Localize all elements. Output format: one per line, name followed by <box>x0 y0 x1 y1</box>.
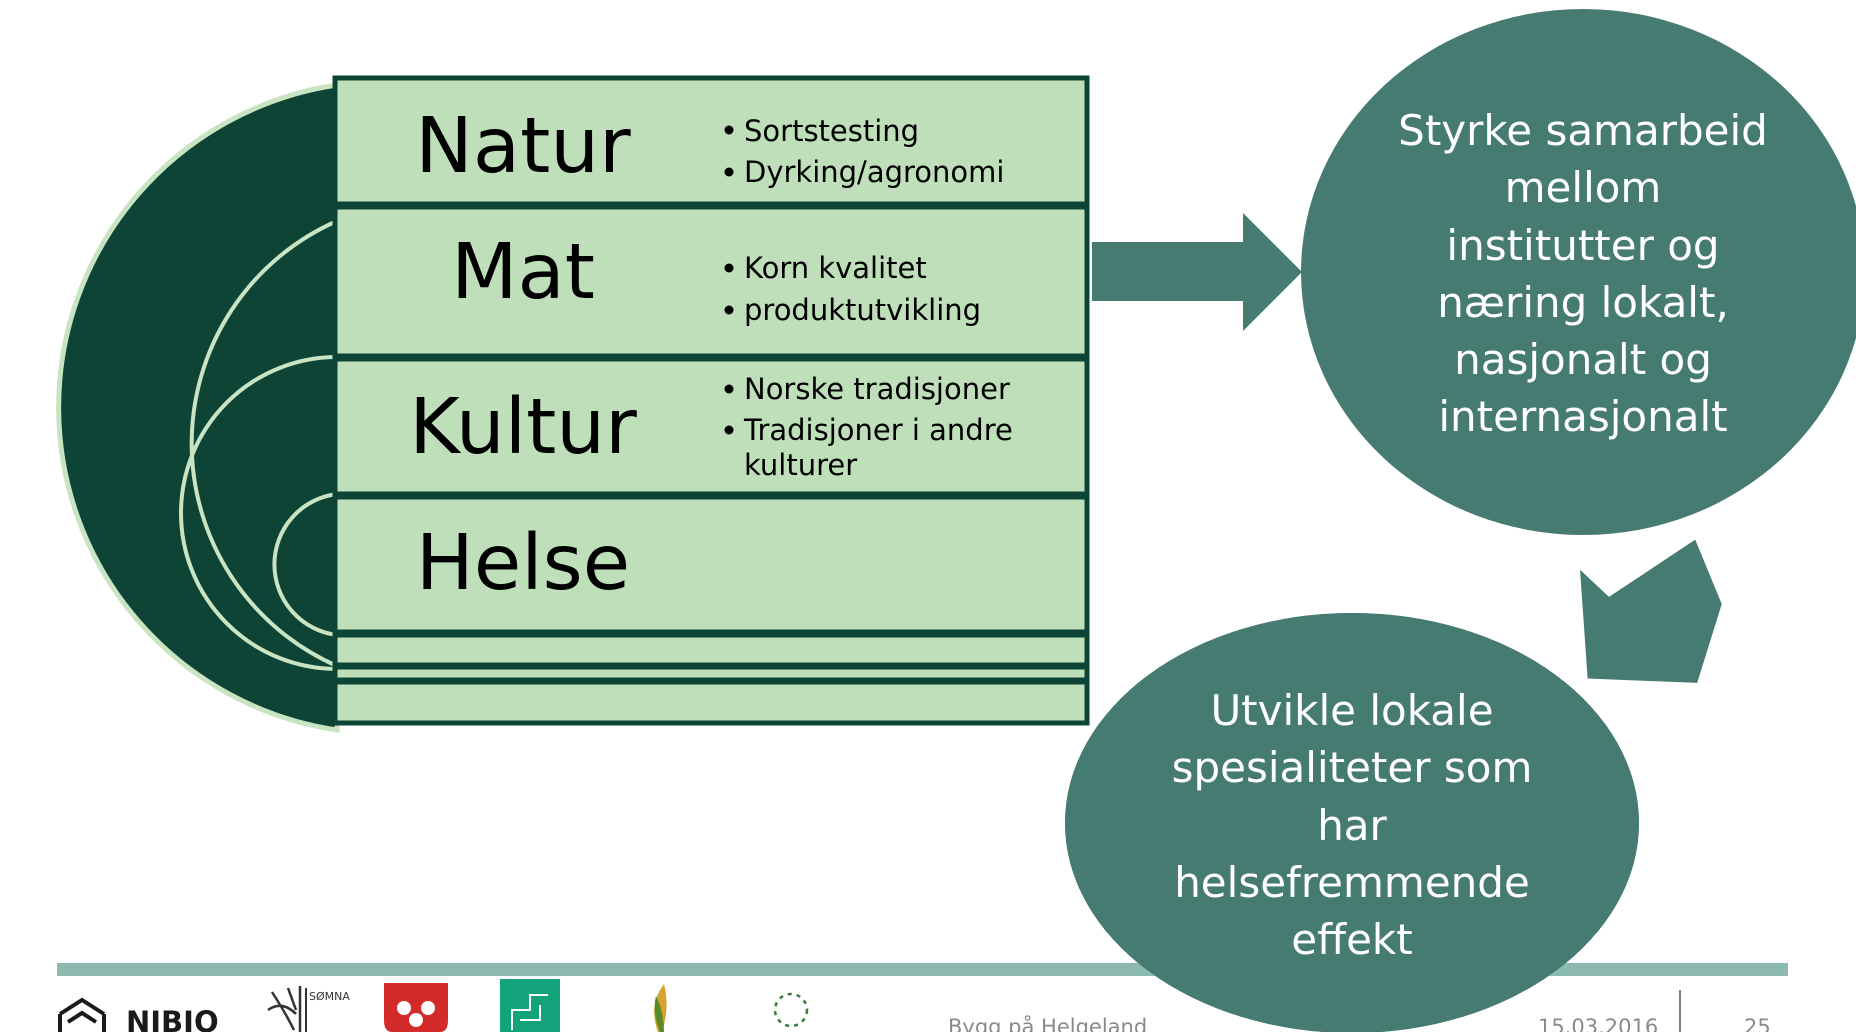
nmbu-logo <box>500 979 560 1032</box>
bullet-dot <box>724 305 734 315</box>
layer-label-kultur: Kultur <box>409 383 637 472</box>
layer-box-empty-1 <box>332 632 1090 668</box>
coat-of-arms-clover-icon <box>409 1013 423 1027</box>
bullet-item: produktutvikling <box>744 293 981 327</box>
outcome-2-line: spesialiteter som <box>1172 743 1533 792</box>
bullet-dot <box>724 263 734 273</box>
concentric-arch <box>56 82 340 733</box>
layer-boxes <box>332 75 1090 726</box>
layer-box-natur <box>332 75 1090 207</box>
bullet-dot <box>724 167 734 177</box>
somna-logo: SØMNA <box>267 986 350 1032</box>
outcome-1-line: institutter og <box>1446 221 1719 270</box>
arch-ring-1 <box>189 219 338 668</box>
outcome-1-line: Styrke samarbeid <box>1398 106 1768 155</box>
outcome-1-line: næring lokalt, <box>1437 278 1729 327</box>
grain-leaf-icon <box>654 996 664 1032</box>
circle-dots-icon <box>773 992 809 1028</box>
coat-of-arms-clover-icon <box>421 1001 435 1015</box>
outcome-2-line: effekt <box>1291 915 1412 964</box>
somna-emblem-icon <box>267 986 302 1032</box>
outcome-2-line: har <box>1317 801 1387 850</box>
outcome-oval-1 <box>1301 9 1856 535</box>
layer-box-mat <box>332 204 1090 359</box>
layer-label-natur: Natur <box>415 102 631 191</box>
coat-of-arms-clover-icon <box>397 1001 411 1015</box>
bullet-item: Korn kvalitet <box>744 251 927 285</box>
bullet-dot <box>724 384 734 394</box>
arch-ring-2 <box>179 355 338 671</box>
bullet-dot <box>724 425 734 435</box>
coat-of-arms-logo <box>384 983 448 1032</box>
layer-label-mat: Mat <box>451 228 595 317</box>
nibio-logo-icon <box>58 997 106 1032</box>
coat-of-arms-shield-icon <box>384 983 448 1032</box>
somna-text: SØMNA <box>309 990 350 1003</box>
arrow-right <box>1092 213 1302 331</box>
outcome-text-2: Utvikle lokale spesialiteter som har hel… <box>1172 686 1533 964</box>
outcome-text-1: Styrke samarbeid mellom institutter og n… <box>1398 106 1768 441</box>
bullet-list-mat: Korn kvalitet produktutvikling <box>724 251 981 327</box>
footer-date: 15.03.2016 <box>1538 1015 1658 1032</box>
arch-ring-3 <box>272 492 338 637</box>
circle-logo <box>773 992 809 1028</box>
grain-logo <box>654 984 667 1032</box>
bullet-dot <box>724 125 734 135</box>
outcome-2-line: Utvikle lokale <box>1210 686 1493 735</box>
footer-page-number: 25 <box>1744 1015 1771 1032</box>
nibio-logo-text: NIBIO <box>126 1005 219 1032</box>
arrow-down-left <box>1580 539 1722 683</box>
bullet-item: Norske tradisjoner <box>744 372 1010 406</box>
arch-outer <box>56 82 340 733</box>
layer-box-empty-3 <box>332 679 1090 726</box>
bullet-list-kultur: Norske tradisjoner Tradisjoner i andre k… <box>724 372 1013 482</box>
outcome-1-line: nasjonalt og <box>1454 335 1712 384</box>
layer-box-kultur <box>332 356 1090 497</box>
footer-project-title: Bygg på Helgeland <box>948 1014 1147 1032</box>
nibio-logo: NIBIO <box>58 997 219 1032</box>
outcome-2-line: helsefremmende <box>1174 858 1530 907</box>
nmbu-logo-icon <box>511 994 548 1030</box>
outcome-oval-2-overlay <box>1065 613 1639 1032</box>
bullet-item-continuation: kulturer <box>744 448 857 482</box>
layer-label-helse: Helse <box>416 519 630 608</box>
outcome-1-line: internasjonalt <box>1438 392 1727 441</box>
bullet-item: Tradisjoner i andre <box>743 413 1013 447</box>
bullet-list-natur: Sortstesting Dyrking/agronomi <box>724 114 1004 189</box>
layer-box-helse <box>332 494 1090 635</box>
bullet-item: Sortstesting <box>744 114 919 148</box>
layer-box-empty-2 <box>332 664 1090 683</box>
outcome-1-line: mellom <box>1505 163 1662 212</box>
bullet-item: Dyrking/agronomi <box>744 155 1004 189</box>
